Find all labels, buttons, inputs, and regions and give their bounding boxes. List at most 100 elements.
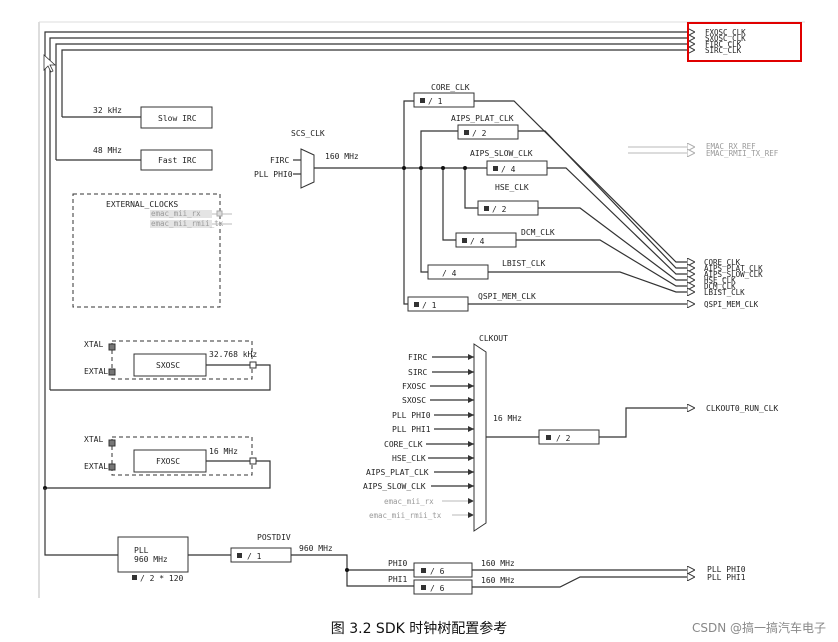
div-aips-slow-value: / 4 (501, 165, 516, 174)
clkout-in-sxosc: SXOSC (402, 396, 426, 405)
sxosc-xtal: XTAL (84, 340, 103, 349)
div-aips-plat[interactable]: AIPS_PLAT_CLK / 2 (451, 114, 519, 140)
sxosc-label: SXOSC (156, 361, 180, 370)
fast-irc-freq: 48 MHz (93, 146, 122, 155)
div-aips-slow-name: AIPS_SLOW_CLK (470, 149, 533, 158)
div-core[interactable]: CORE_CLK / 1 (413, 83, 475, 108)
clkout-in-hse-clk: HSE_CLK (392, 454, 426, 463)
external-clocks-title: EXTERNAL_CLOCKS (106, 200, 178, 209)
watermark: CSDN @搞一搞汽车电子 (691, 621, 826, 635)
postdiv-value: / 1 (247, 552, 262, 561)
clkout-in-emac-mii-rx: emac_mii_rx (384, 497, 434, 506)
div-qspi[interactable]: QSPI_MEM_CLK / 1 (407, 292, 536, 312)
divider-output-wires (468, 100, 694, 304)
clkout-in-pll-phi0: PLL PHI0 (392, 411, 431, 420)
clkout-in-aips-slow: AIPS_SLOW_CLK (363, 482, 426, 491)
phi0-div-value: / 6 (430, 567, 445, 576)
clkout-title: CLKOUT (479, 334, 508, 343)
out-lbist-clk: LBIST_CLK (704, 288, 745, 297)
out-dcm-clk: DCM_CLK (704, 282, 736, 291)
phi1-div-value: / 6 (430, 584, 445, 593)
pll-freq: 960 MHz (134, 555, 168, 564)
div-aips-slow[interactable]: AIPS_SLOW_CLK / 4 (470, 149, 548, 176)
pll-block[interactable] (117, 536, 189, 573)
phi1-output: PLL PHI1 (707, 573, 746, 582)
right-outputs: CORE_CLK AIPS_PLAT_CLK AIPS_SLOW_CLK HSE… (704, 258, 763, 309)
ext-emac-mii-rmii-tx: emac_mii_rmii_tx (151, 219, 224, 228)
ext-emac-mii-rx: emac_mii_rx (151, 209, 201, 218)
fxosc-label: FXOSC (156, 457, 180, 466)
out-sirc: SIRC_CLK (705, 46, 742, 55)
slow-irc-freq: 32 kHz (93, 106, 122, 115)
figure-caption: 图 3.2 SDK 时钟树配置参考 (330, 621, 508, 637)
clkout-in-firc: FIRC (408, 353, 427, 362)
sxosc-extal: EXTAL (84, 367, 108, 376)
clkout-div-value: / 2 (556, 434, 571, 443)
scs-trunk (402, 100, 487, 305)
scs-input-pll: PLL PHI0 (254, 170, 293, 179)
clkout-in-fxosc: FXOSC (402, 382, 426, 391)
out-hse-clk: HSE_CLK (704, 276, 736, 285)
sxosc-box (111, 340, 253, 380)
out-fxosc: FXOSC_CLK (705, 28, 746, 37)
phi1-name: PHI1 (388, 575, 407, 584)
fast-irc-label: Fast IRC (158, 156, 197, 165)
postdiv-title: POSTDIV (257, 533, 291, 542)
out-emac-rmii-tx-ref: EMAC_RMII_TX_REF (706, 149, 779, 158)
div-lbist-value: / 4 (442, 269, 457, 278)
out-emac-rx-ref: EMAC_RX_REF (706, 142, 756, 151)
div-lbist-name: LBIST_CLK (502, 259, 546, 268)
phi1-freq: 160 MHz (481, 576, 515, 585)
out-qspi-mem-clk: QSPI_MEM_CLK (704, 300, 759, 309)
fxosc-xtal: XTAL (84, 435, 103, 444)
out-aips-plat-clk: AIPS_PLAT_CLK (704, 264, 763, 273)
div-lbist[interactable]: LBIST_CLK / 4 (427, 259, 546, 280)
fxosc-freq: 16 MHz (209, 447, 238, 456)
highlight-box (687, 22, 802, 62)
slow-irc-block[interactable] (140, 106, 213, 129)
clkout-output: CLKOUT0_RUN_CLK (706, 404, 778, 413)
postdiv-freq: 960 MHz (299, 544, 333, 553)
clkout-in-aips-plat: AIPS_PLAT_CLK (366, 468, 429, 477)
clkout-freq: 16 MHz (493, 414, 522, 423)
clkout-in-core-clk: CORE_CLK (384, 440, 423, 449)
div-qspi-name: QSPI_MEM_CLK (478, 292, 536, 301)
fast-irc-block[interactable] (140, 149, 213, 171)
pll-label: PLL (134, 546, 149, 555)
div-hse[interactable]: HSE_CLK / 2 (477, 183, 539, 216)
out-core-clk: CORE_CLK (704, 258, 741, 267)
div-aips-plat-value: / 2 (472, 129, 487, 138)
phi0-freq: 160 MHz (481, 559, 515, 568)
out-sxosc: SXOSC_CLK (705, 34, 746, 43)
clkout-in-pll-phi1: PLL PHI1 (392, 425, 431, 434)
div-dcm-name: DCM_CLK (521, 228, 555, 237)
phi0-output: PLL PHI0 (707, 565, 746, 574)
scs-title: SCS_CLK (291, 129, 325, 138)
div-core-name: CORE_CLK (431, 83, 470, 92)
pll-mult: / 2 * 120 (140, 574, 184, 583)
div-dcm[interactable]: DCM_CLK / 4 (455, 228, 555, 248)
scs-mux[interactable] (300, 148, 315, 189)
scs-freq: 160 MHz (325, 152, 359, 161)
scs-input-firc: FIRC (270, 156, 289, 165)
fxosc-extal: EXTAL (84, 462, 108, 471)
div-qspi-value: / 1 (422, 301, 437, 310)
clkout-mux[interactable] (473, 343, 487, 532)
slow-irc-label: Slow IRC (158, 114, 197, 123)
phi0-name: PHI0 (388, 559, 407, 568)
div-dcm-value: / 4 (470, 237, 485, 246)
top-bus-wires (44, 32, 694, 488)
sxosc-freq: 32.768 kHz (209, 350, 257, 359)
div-hse-value: / 2 (492, 205, 507, 214)
out-firc: FIRC_CLK (705, 40, 742, 49)
cursor-icon (43, 54, 57, 73)
out-aips-slow-clk: AIPS_SLOW_CLK (704, 270, 763, 279)
fxosc-box (111, 436, 253, 476)
clkout-inputs: FIRC SIRC FXOSC SXOSC PLL PHI0 PLL PHI1 … (363, 353, 474, 520)
external-clocks-box (72, 193, 221, 308)
div-aips-plat-name: AIPS_PLAT_CLK (451, 114, 514, 123)
clkout-in-emac-mii-rmii-tx: emac_mii_rmii_tx (369, 511, 442, 520)
clkout-in-sirc: SIRC (408, 368, 427, 377)
div-hse-name: HSE_CLK (495, 183, 529, 192)
